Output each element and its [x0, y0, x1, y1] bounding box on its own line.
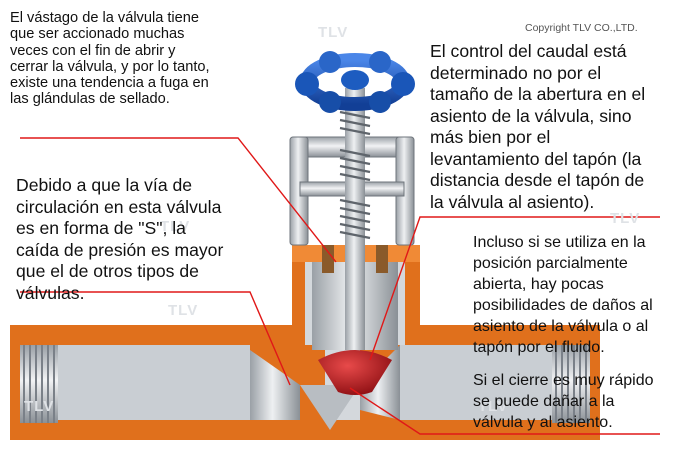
watermark: TLV	[168, 302, 199, 319]
watermark: TLV	[24, 398, 55, 415]
annotation-fast-close: Si el cierre es muy rápido se puede daña…	[473, 372, 654, 431]
gland-nut-right	[376, 245, 388, 273]
inlet-threads	[20, 345, 58, 423]
valve-stem	[339, 88, 371, 350]
annotation-s-path: Debido a que la vía de circulación en es…	[16, 175, 224, 303]
outlet-threads	[552, 345, 590, 423]
copyright-notice: Copyright TLV CO.,LTD.	[525, 22, 638, 34]
watermark: TLV	[610, 210, 641, 227]
leader-s-path	[20, 291, 291, 386]
handwheel	[295, 51, 415, 113]
watermark: TLV	[160, 218, 191, 235]
annotation-flow-control: El control del caudal está determinado n…	[430, 41, 646, 212]
leader-stem-leak	[20, 137, 337, 263]
leader-fast-close	[349, 387, 660, 435]
watermark: TLV	[478, 398, 509, 415]
annotation-stem-leak: El vástago de la válvula tiene que ser a…	[10, 10, 210, 108]
leader-lines	[20, 137, 660, 435]
valve-plug	[318, 350, 392, 395]
leader-flow-control	[369, 216, 660, 361]
watermark: TLV	[318, 24, 349, 41]
gland-nut-left	[322, 245, 334, 273]
annotation-partial-open: Incluso si se utiliza en la posición par…	[473, 234, 653, 356]
